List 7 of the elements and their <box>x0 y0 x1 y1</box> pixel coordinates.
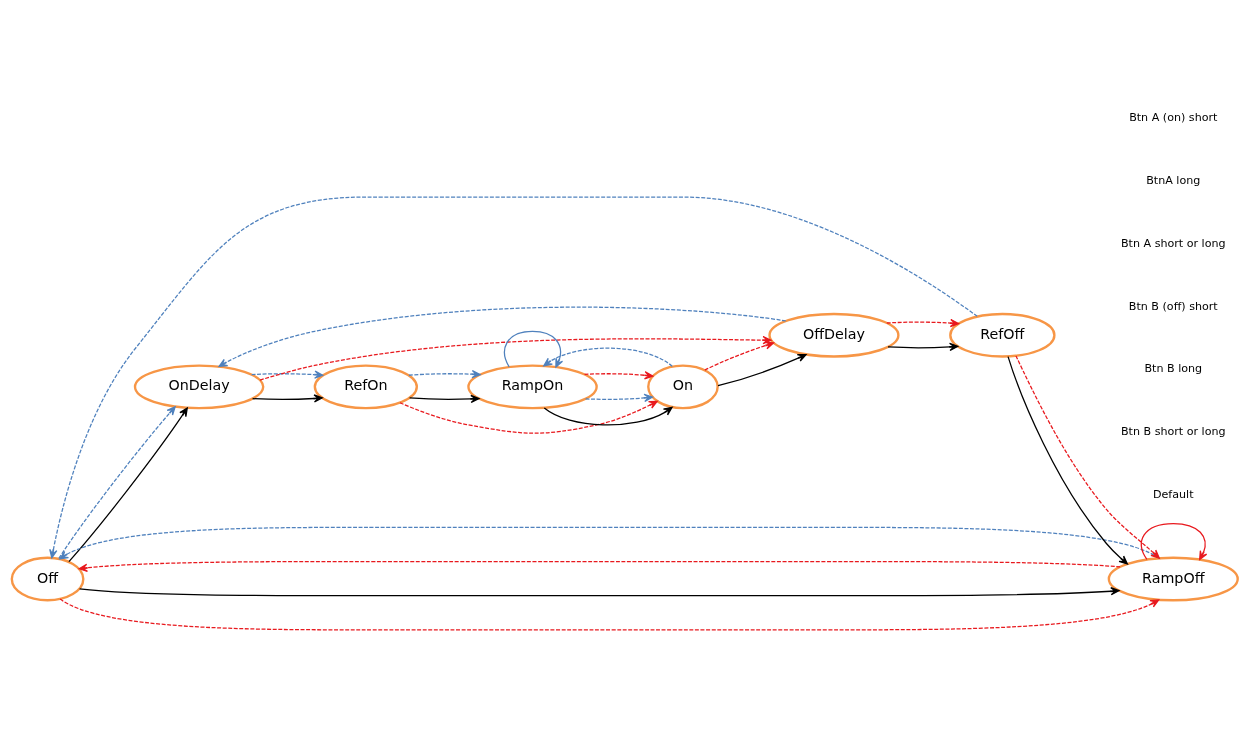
legend-label: Default <box>1152 487 1194 501</box>
legend-label: Btn A (on) short <box>1129 111 1218 125</box>
legend-label: Btn A short or long <box>1120 236 1226 250</box>
legend-label: Btn B short or long <box>1120 425 1226 439</box>
legend-label: BtnA long <box>1146 174 1201 188</box>
legend-label: Btn B (off) short <box>1128 299 1218 313</box>
legend-label: Btn B long <box>1144 362 1203 376</box>
